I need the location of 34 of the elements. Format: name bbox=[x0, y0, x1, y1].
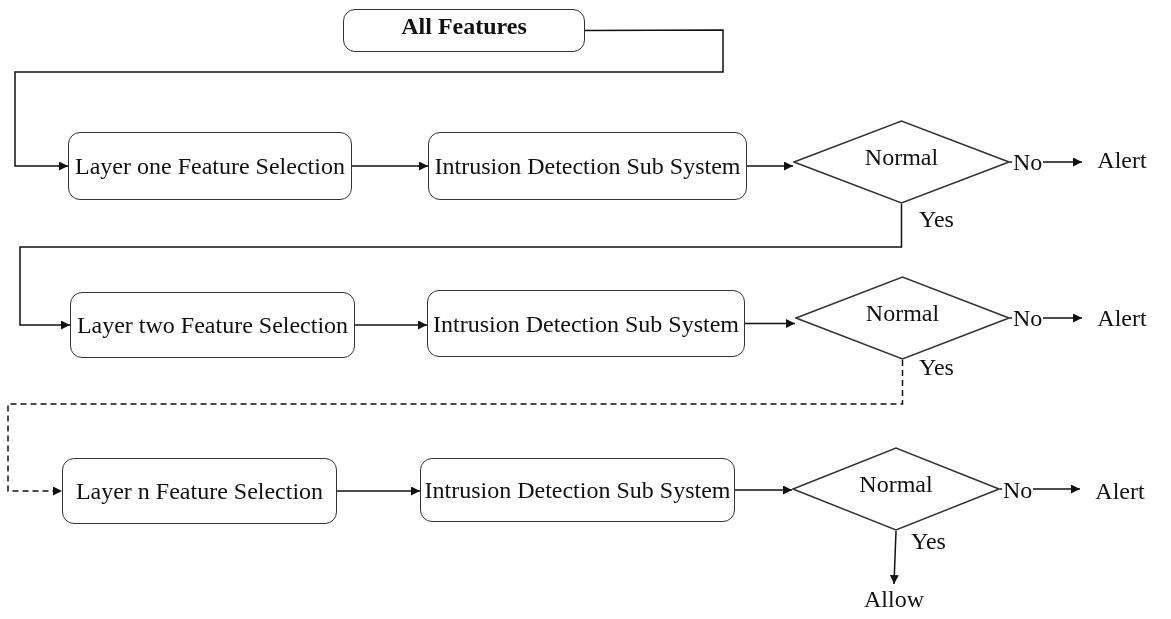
outcome-text: Alert bbox=[1082, 304, 1162, 332]
arrow bbox=[744, 319, 796, 328]
arrow bbox=[351, 161, 429, 171]
box-label: Layer n Feature Selection bbox=[75, 477, 324, 506]
outcome-text: Allow bbox=[858, 584, 930, 614]
process-box bbox=[427, 290, 745, 357]
box-label: Intrusion Detection Sub System bbox=[433, 309, 739, 339]
decision-diamond bbox=[793, 120, 1010, 204]
process-box bbox=[68, 132, 352, 200]
arrow bbox=[354, 320, 428, 330]
box-label: Layer two Feature Selection bbox=[76, 311, 349, 340]
arrow bbox=[336, 486, 421, 496]
process-box bbox=[420, 458, 735, 522]
box-label: All Features bbox=[401, 11, 527, 41]
decision-label: Normal bbox=[865, 299, 940, 328]
process-box bbox=[62, 458, 337, 524]
decision-diamond bbox=[792, 447, 1000, 531]
box-label: Layer one Feature Selection bbox=[75, 152, 345, 181]
arrow bbox=[746, 161, 794, 171]
decision-label: Normal bbox=[864, 143, 939, 172]
process-box bbox=[428, 132, 747, 200]
arrow bbox=[7, 359, 904, 496]
process-box bbox=[70, 292, 355, 358]
arrow bbox=[889, 530, 899, 585]
process-box bbox=[343, 9, 585, 52]
box-label: Intrusion Detection Sub System bbox=[424, 476, 731, 505]
arrow bbox=[14, 29, 724, 171]
decision-label: Normal bbox=[859, 470, 933, 499]
decision-diamond bbox=[795, 276, 1010, 360]
arrow bbox=[19, 203, 903, 330]
outcome-text: Alert bbox=[1082, 146, 1162, 174]
box-label: Intrusion Detection Sub System bbox=[434, 152, 741, 181]
outcome-text: Alert bbox=[1080, 477, 1160, 505]
arrow bbox=[734, 485, 793, 495]
